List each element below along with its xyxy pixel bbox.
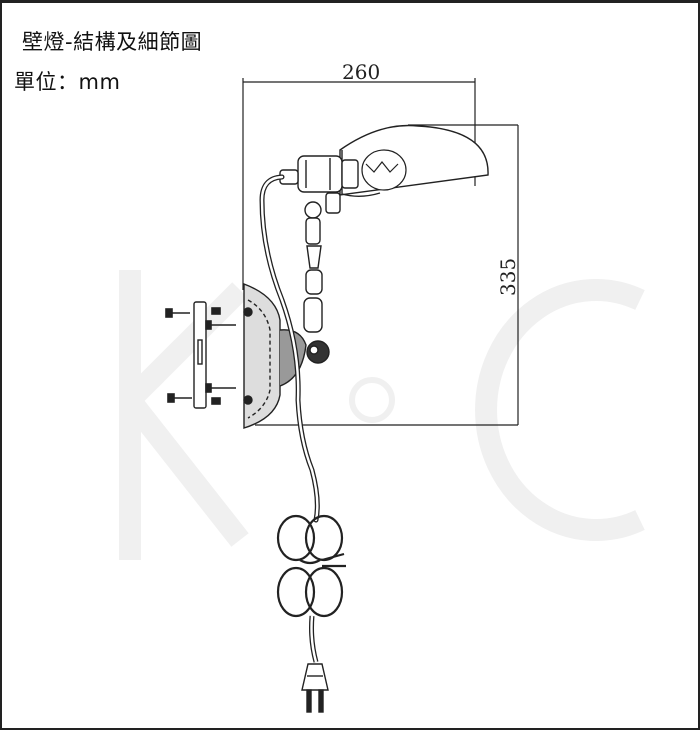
width-dimension-label: 260 xyxy=(342,60,380,84)
bulb-socket xyxy=(279,155,359,193)
watermark-logo xyxy=(119,270,645,560)
cord-to-plug xyxy=(309,615,319,663)
dimension-lines xyxy=(242,78,519,426)
bulb xyxy=(361,149,407,191)
mounting-bracket xyxy=(193,301,207,409)
adjustable-arm xyxy=(303,192,341,364)
plug xyxy=(301,663,329,713)
wall-base xyxy=(243,282,307,429)
lamp-shade xyxy=(339,124,489,197)
power-cord xyxy=(259,174,320,523)
height-dimension-label: 335 xyxy=(496,258,520,296)
diagram-title: 壁燈-結構及細節圖 xyxy=(22,30,203,54)
unit-label: 單位：mm xyxy=(14,70,121,94)
mounting-screws xyxy=(165,307,236,405)
coiled-cord xyxy=(276,514,346,618)
